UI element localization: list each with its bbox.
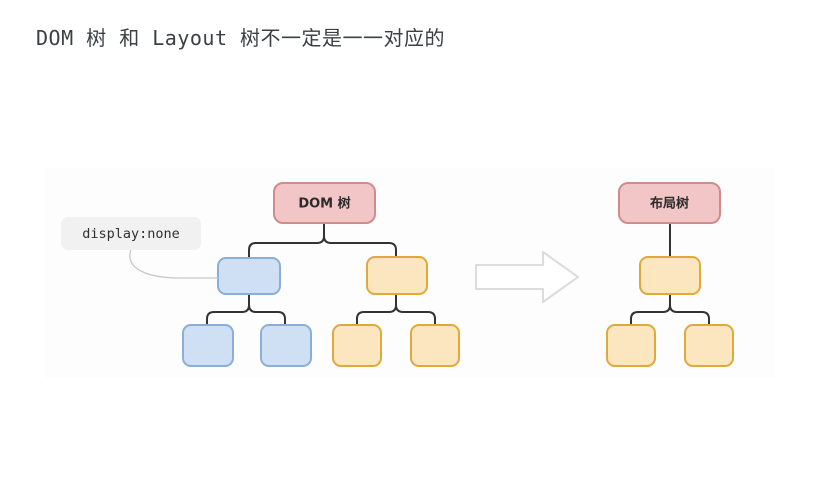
dom-tree-group: DOM 树 <box>182 182 460 367</box>
dom-tree-blue-child-box[interactable] <box>217 257 281 295</box>
callout-background[interactable] <box>61 217 201 250</box>
layout-tree-group: 布局树 <box>606 182 734 367</box>
layout-tree-root-label: 布局树 <box>650 196 689 212</box>
layout-tree-orange-child-box[interactable] <box>639 256 701 295</box>
dom-tree-root-box[interactable] <box>273 182 376 224</box>
transform-arrow-shape <box>475 251 579 303</box>
layout-tree-orange-leaf-1-box[interactable] <box>606 324 656 367</box>
layout-tree-root-node[interactable]: 布局树 <box>618 182 721 224</box>
connector-layout-child-to-leaf-1 <box>630 292 671 326</box>
layout-tree-orange-leaf-2-box[interactable] <box>684 324 734 367</box>
dom-tree-orange-leaf-2-box[interactable] <box>410 324 460 367</box>
dom-tree-root-label: DOM 树 <box>298 196 350 212</box>
layout-tree-root-box[interactable] <box>618 182 721 224</box>
dom-tree-blue-leaf-2-box[interactable] <box>260 324 312 367</box>
page-title: DOM 树 和 Layout 树不一定是一一对应的 <box>36 26 446 50</box>
connector-blue-child-to-leaf-2 <box>248 292 286 326</box>
connector-orange-child-to-leaf-2 <box>395 292 436 326</box>
display-none-callout[interactable]: display:none <box>61 217 218 279</box>
transform-arrow <box>475 251 579 303</box>
connector-dom-root-to-blue-child <box>248 221 325 259</box>
dom-tree-orange-leaf-1-box[interactable] <box>332 324 382 367</box>
dom-tree-root-node[interactable]: DOM 树 <box>273 182 376 224</box>
connector-layout-child-to-leaf-2 <box>669 292 710 326</box>
connector-orange-child-to-leaf-1 <box>356 292 397 326</box>
callout-leader-curve <box>129 248 218 279</box>
connector-blue-child-to-leaf-1 <box>206 292 250 326</box>
dom-tree-orange-child-box[interactable] <box>366 256 428 295</box>
dom-tree-blue-leaf-1-box[interactable] <box>182 324 234 367</box>
callout-label: display:none <box>82 226 180 242</box>
connector-dom-root-to-orange-child <box>323 221 397 259</box>
